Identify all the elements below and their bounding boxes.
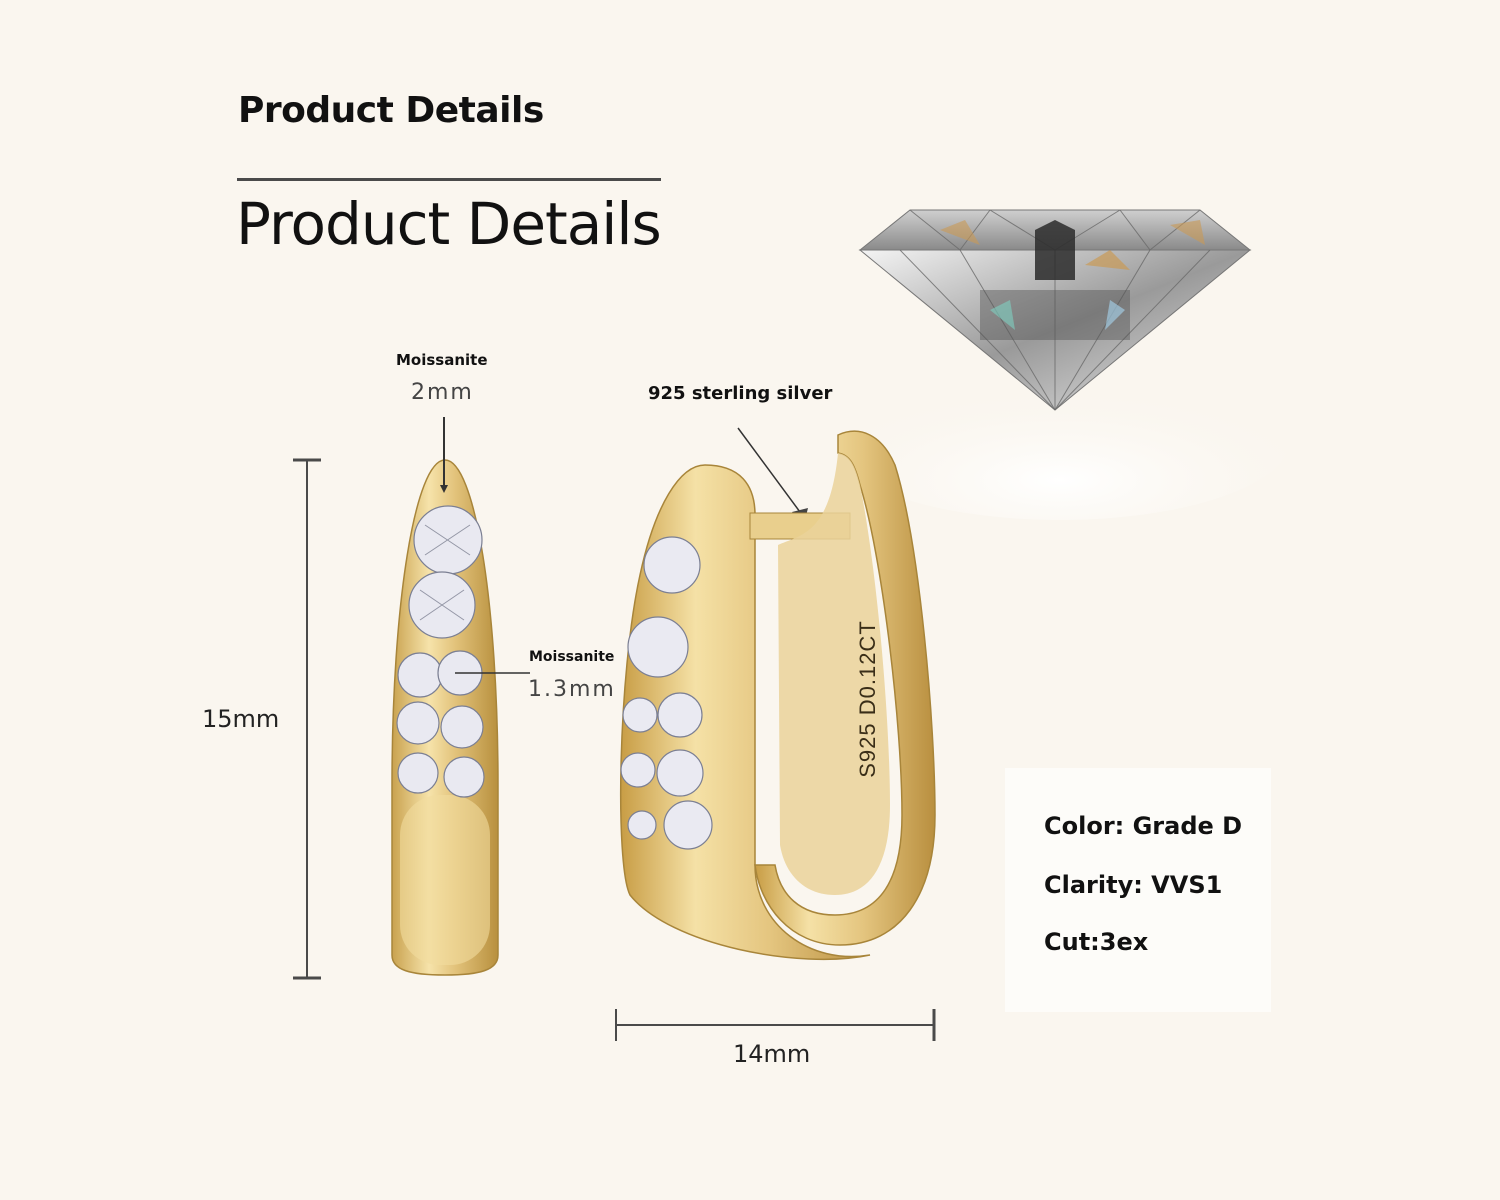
spec-color: Color: Grade D [1044, 812, 1243, 840]
spec-cut: Cut:3ex [1044, 928, 1149, 956]
diamond-image [840, 209, 1290, 520]
engraving: S925 D0.12CT [848, 598, 880, 798]
width-label: 14mm [733, 1040, 811, 1068]
metal-label: 925 sterling silver [648, 383, 833, 404]
page-title-bold: Product Details [238, 90, 544, 131]
large-stone-size: 2mm [411, 380, 474, 405]
large-stone-label: Moissanite [396, 351, 488, 369]
spec-clarity: Clarity: VVS1 [1044, 871, 1223, 899]
spec-card: Color: Grade D Clarity: VVS1 Cut:3ex [1005, 768, 1271, 1012]
earring-front-view [619, 430, 936, 961]
engraving-text: S925 D0.12CT [855, 620, 880, 778]
page-title-light: Product Details [236, 190, 662, 258]
small-stone-size: 1.3mm [528, 677, 616, 702]
large-stone-leader-line [440, 417, 448, 493]
earring-side-view [391, 459, 499, 976]
height-dimension-line [293, 458, 321, 980]
width-dimension-line [615, 1009, 936, 1041]
small-stone-leader-line [455, 672, 530, 674]
height-label: 15mm [202, 705, 280, 733]
title-divider [237, 178, 661, 181]
small-stone-label: Moissanite [529, 649, 615, 665]
